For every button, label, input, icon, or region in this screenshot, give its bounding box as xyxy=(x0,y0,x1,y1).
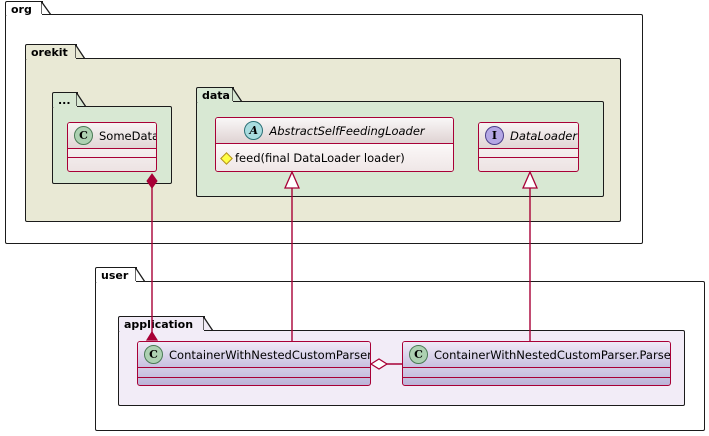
class-attributes-compartment xyxy=(479,149,578,158)
class-methods-compartment: feed(final DataLoader loader) xyxy=(216,144,453,171)
package-tab-slant-icon xyxy=(232,86,243,101)
package-data-label: data xyxy=(202,89,230,102)
abstract-class-stereotype-icon: A xyxy=(244,121,264,140)
package-orekit-tab[interactable]: orekit xyxy=(25,43,86,59)
class-name: ContainerWithNestedCustomParser xyxy=(169,347,371,362)
protected-visibility-icon xyxy=(220,151,233,165)
package-tab-slant-icon xyxy=(203,315,214,330)
class-method: feed(final DataLoader loader) xyxy=(235,151,405,165)
package-tab-slant-icon xyxy=(41,0,52,14)
package-ellipsis-tab[interactable]: ... xyxy=(52,91,87,107)
package-orekit-label: orekit xyxy=(31,46,68,59)
class-header: I DataLoader xyxy=(479,123,578,149)
package-org-label: org xyxy=(11,3,32,16)
package-user-tab[interactable]: user xyxy=(95,266,146,282)
package-tab-slant-icon xyxy=(76,91,87,106)
class-attributes-compartment xyxy=(68,149,156,158)
class-header: C ContainerWithNestedCustomParser xyxy=(138,342,370,368)
class-stereotype-icon: C xyxy=(409,345,428,364)
class-methods-compartment xyxy=(138,378,370,385)
class-data-loader[interactable]: I DataLoader xyxy=(478,122,579,172)
class-name: AbstractSelfFeedingLoader xyxy=(269,123,425,138)
package-application-tab[interactable]: application xyxy=(118,315,214,331)
class-methods-compartment xyxy=(68,158,156,165)
package-tab-slant-icon xyxy=(75,43,86,58)
class-some-data[interactable]: C SomeData xyxy=(67,122,157,172)
package-application-label: application xyxy=(124,318,194,331)
interface-stereotype-icon: I xyxy=(485,126,504,145)
class-methods-compartment xyxy=(403,378,670,385)
package-tab-slant-icon xyxy=(135,266,146,281)
package-data-tab[interactable]: data xyxy=(196,86,243,102)
class-abstract-self-feeding-loader[interactable]: A AbstractSelfFeedingLoader feed(final D… xyxy=(215,117,454,172)
package-org-tab[interactable]: org xyxy=(5,0,52,16)
class-name: ContainerWithNestedCustomParser.Parser xyxy=(434,347,671,362)
class-header: C ContainerWithNestedCustomParser.Parser xyxy=(403,342,670,368)
class-name: DataLoader xyxy=(510,128,578,143)
class-header: A AbstractSelfFeedingLoader xyxy=(216,118,453,144)
class-attributes-compartment xyxy=(403,368,670,378)
class-stereotype-icon: C xyxy=(74,126,93,145)
class-container-with-nested-custom-parser-parser[interactable]: C ContainerWithNestedCustomParser.Parser xyxy=(402,341,671,386)
class-methods-compartment xyxy=(479,158,578,165)
package-user-label: user xyxy=(101,269,129,282)
class-stereotype-icon: C xyxy=(144,345,163,364)
class-name: SomeData xyxy=(99,128,157,143)
package-ellipsis-label: ... xyxy=(58,94,71,107)
class-header: C SomeData xyxy=(68,123,156,149)
class-attributes-compartment xyxy=(138,368,370,378)
class-container-with-nested-custom-parser[interactable]: C ContainerWithNestedCustomParser xyxy=(137,341,371,386)
